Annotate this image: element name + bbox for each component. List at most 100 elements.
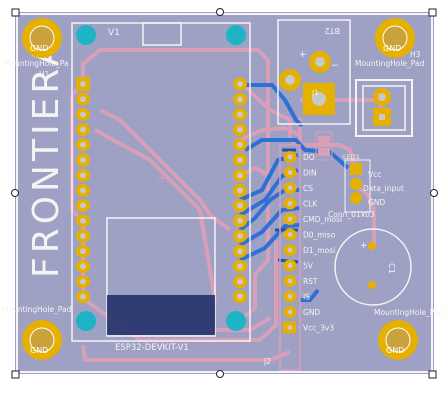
- led-pin-2: [350, 178, 362, 190]
- small-parts: [315, 131, 333, 161]
- crosshair-icon: [157, 173, 167, 183]
- dc-jack-ref: J1: [311, 89, 319, 97]
- connector-j2-hole: [287, 154, 293, 160]
- connector-j2-hole: [287, 278, 293, 284]
- mount-cyan-tr: [226, 25, 246, 45]
- esp-pins-right-hole: [237, 126, 243, 133]
- led-connector[interactable]: LED1 Vcc Data_input GND Conn_01x03: [328, 153, 404, 219]
- led-pin-1: [350, 163, 362, 175]
- led-ref: LED1: [343, 153, 360, 161]
- mount-hole-tl[interactable]: GND MountingHole_Pa H1: [4, 18, 69, 79]
- mount-hole-tr-ref: H3: [410, 50, 421, 59]
- mount-hole-br[interactable]: GND MountingHole_Pad: [374, 308, 444, 360]
- esp32-value: ESP32-DEVKIT-V1: [115, 343, 189, 353]
- led-pin-label-0: Vcc: [368, 170, 381, 179]
- mount-hole-br-gnd: GND: [386, 346, 404, 355]
- board-title: FRONTIERA: [26, 37, 67, 278]
- esp-pins-left-hole: [80, 141, 86, 148]
- mount-hole-tr[interactable]: GND H3 MountingHole_Pad: [355, 18, 425, 68]
- connector-j2-pin-label: D0_miso: [303, 231, 336, 240]
- led-conn-value: Conn_01x03: [328, 210, 375, 219]
- dc-jack-outline: [277, 19, 351, 125]
- esp-pins-left-hole: [80, 293, 86, 300]
- esp-pins-left-hole: [80, 126, 86, 133]
- dc-jack-value: BT2: [325, 26, 340, 35]
- connector-j2[interactable]: J2: [263, 144, 301, 371]
- esp32-module[interactable]: V1 ESP32-DEVKIT-V1: [71, 22, 251, 353]
- mount-hole-bl[interactable]: GND MountingHole_Pad: [2, 305, 72, 360]
- selection-handle-icon[interactable]: [11, 189, 19, 197]
- esp32-keepout-hatch: [107, 295, 215, 335]
- esp-pins-left-hole: [80, 278, 86, 285]
- selection-handle-icon[interactable]: [430, 189, 438, 197]
- esp-pins-right-hole: [237, 111, 243, 118]
- led-pin-label-2: GND: [368, 198, 385, 207]
- mount-hole-br-label: MountingHole_Pad: [374, 308, 444, 317]
- cap-pin-minus: [368, 281, 376, 289]
- connector-j2-hole: [287, 201, 293, 206]
- esp-pins-left-hole: [80, 202, 86, 209]
- led-pin-3: [350, 192, 362, 204]
- connector-j2-pin-label: 5V: [303, 262, 314, 271]
- dc-jack-minus: −: [331, 61, 339, 71]
- connector-j2-hole: [287, 325, 293, 330]
- selection-handle-icon[interactable]: [216, 370, 224, 378]
- dc-jack[interactable]: BT2 J1 + −: [277, 19, 351, 125]
- connector-j2-pin-label: CLK: [303, 200, 318, 209]
- selection-handle-icon[interactable]: [428, 8, 437, 17]
- esp-pins-left-hole: [80, 233, 86, 239]
- mount-hole-tr-gnd: GND: [383, 44, 401, 53]
- connector-j2-hole: [287, 263, 293, 268]
- mount-cyan-tl: [76, 25, 96, 45]
- cap-ref: C1: [387, 263, 396, 274]
- connector-j2-hole: [287, 247, 293, 253]
- connector-j2-ref: J2: [263, 357, 271, 366]
- esp-pins-right-hole: [237, 187, 243, 194]
- connector-j2-pin-label: IS: [303, 293, 310, 302]
- esp-pins-right-hole: [237, 202, 243, 209]
- connector-j2-hole: [287, 216, 293, 222]
- esp32-ref: V1: [108, 28, 120, 38]
- connector-j2-pin-label: GND: [303, 308, 320, 317]
- mount-hole-tl-gnd: GND: [30, 44, 48, 53]
- capacitor-c1[interactable]: + C1: [334, 228, 412, 306]
- connector-j2-pin-label: DO: [303, 153, 315, 162]
- connector-j2-pin-label: CMD_mosi: [303, 215, 342, 224]
- connector-j2-pin-label: CS: [303, 184, 313, 193]
- esp-pins-left-hole: [80, 217, 86, 224]
- selection-handles[interactable]: [11, 8, 438, 379]
- selection-handle-icon[interactable]: [11, 8, 20, 17]
- svg-text:+: +: [360, 241, 368, 251]
- esp-pins-right-hole: [237, 293, 243, 300]
- selection-handle-icon[interactable]: [216, 8, 224, 16]
- esp-pins-left-hole: [80, 81, 86, 87]
- power-connector[interactable]: [355, 79, 413, 137]
- esp-pins-right-hole: [237, 233, 243, 239]
- esp32-shield-area: [106, 217, 216, 337]
- esp-pins-right-hole: [237, 172, 243, 179]
- selection-handle-icon[interactable]: [11, 370, 20, 379]
- connector-j2-pins: DODINCSCLKCMD_mosiD0_misoD1_mosi5VRSTISG…: [283, 151, 342, 334]
- esp-pins-right-hole: [237, 263, 243, 270]
- connector-j2-hole: [287, 294, 293, 299]
- esp-pins-left-hole: [80, 263, 86, 270]
- mount-hole-tl-ref: H1: [39, 70, 50, 79]
- esp-pins-left-hole: [80, 187, 86, 194]
- mount-cyan-bl: [76, 311, 96, 331]
- cap-pin-plus: [368, 242, 376, 250]
- esp32-antenna-notch: [142, 22, 182, 46]
- esp-pins-right-hole: [237, 96, 243, 103]
- connector-j2-hole: [287, 232, 293, 237]
- connector-j2-pin-label: Vcc_3v3: [303, 324, 334, 333]
- esp-pins-right-hole: [237, 248, 243, 255]
- connector-j2-hole: [287, 170, 293, 175]
- esp-pins-left-hole: [80, 248, 86, 255]
- connector-j2-pin-label: D1_mosi: [303, 246, 335, 255]
- esp-pins-right-hole: [237, 157, 243, 163]
- connector-j2-hole: [287, 185, 293, 191]
- selection-handle-icon[interactable]: [428, 370, 437, 379]
- led-pin-label-1: Data_input: [363, 184, 404, 193]
- esp32-pins-left: [76, 77, 90, 304]
- esp-pins-left-hole: [80, 157, 86, 163]
